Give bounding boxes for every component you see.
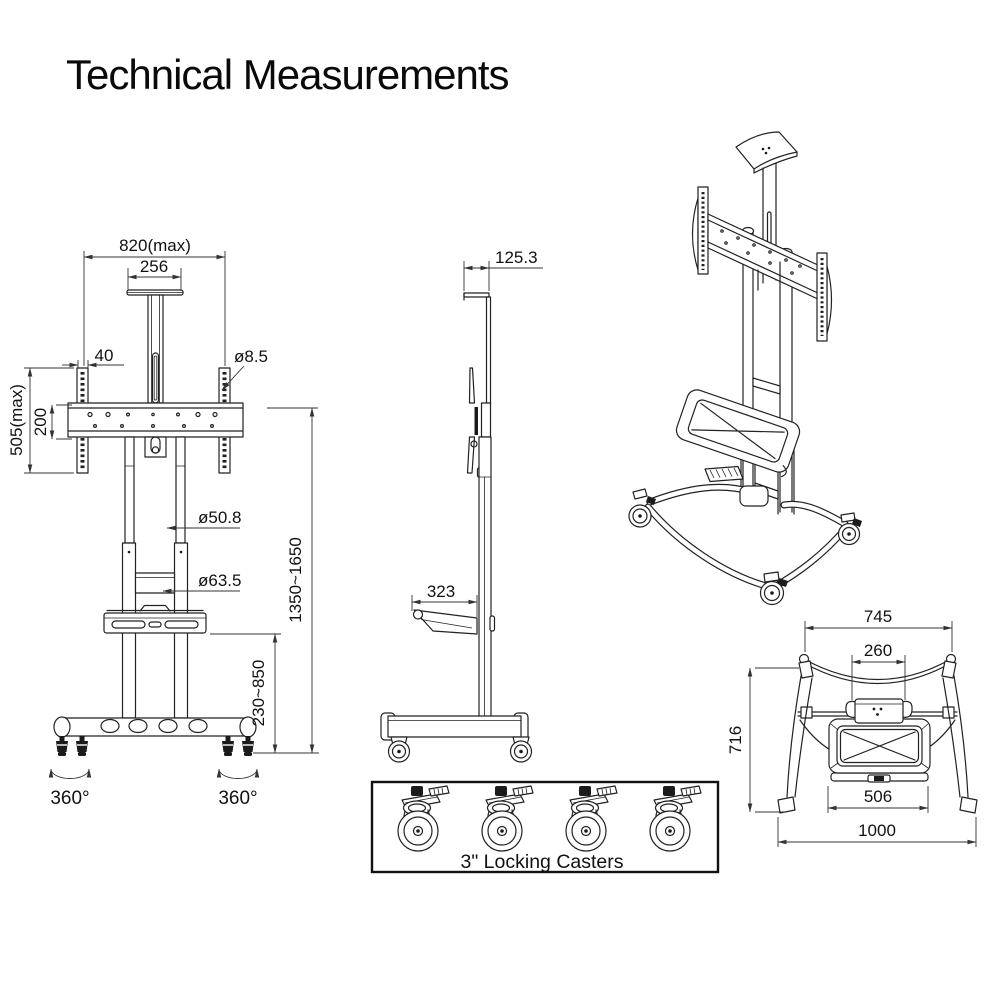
top-legs [777, 675, 978, 814]
front-casters [55, 735, 255, 757]
side-tv-panel-lower [466, 436, 476, 474]
caster-detail-label: 3" Locking Casters [461, 851, 624, 873]
iso-shelf [675, 389, 801, 478]
front-dimension-lines [24, 251, 319, 754]
dim-shelf-width-label: 506 [864, 787, 892, 806]
isometric-view [628, 131, 862, 606]
top-view: 745 260 716 506 1000 [726, 607, 978, 847]
side-column [478, 436, 492, 719]
dim-base-width-label: 1000 [858, 821, 896, 840]
iso-logo-plate [704, 465, 744, 483]
top-shelf [828, 718, 931, 783]
swivel-arc-left [51, 769, 89, 779]
dim-vesa-spacing-label: 200 [31, 408, 50, 436]
iso-camera-tray [735, 131, 798, 170]
swivel-arc-right [219, 769, 257, 779]
top-structure [777, 653, 978, 814]
dim-shelf-depth-label: 323 [427, 582, 455, 601]
front-crossbar [134, 572, 176, 594]
side-dimension-lines [411, 261, 543, 617]
front-base [53, 716, 257, 738]
dim-bracket-height-label: 505(max) [7, 384, 26, 456]
dim-top-depth-label: 125.3 [495, 248, 538, 267]
side-casters [387, 736, 533, 763]
side-view: 125.3 323 [380, 248, 543, 763]
iso-mount-bar [707, 213, 821, 301]
swivel-left-label: 360° [50, 788, 89, 809]
front-structure [51, 289, 257, 779]
front-shelf [103, 604, 207, 634]
dim-shelf-height-label: 230~850 [249, 660, 268, 727]
dim-caster-span-label: 745 [864, 607, 892, 626]
iso-casters [628, 488, 862, 606]
side-base [380, 712, 529, 741]
dim-mount-bracket-width-label: 256 [140, 257, 168, 276]
side-structure [380, 292, 533, 763]
front-view: 820(max) 256 40 ø8.5 505(max) 200 ø50.8 … [7, 236, 319, 809]
top-caster-mounts [798, 653, 957, 679]
top-mount-bracket [845, 698, 913, 724]
dim-rail-width-label: 40 [95, 346, 114, 365]
dim-hole-diameter-label: ø8.5 [234, 347, 268, 366]
dim-mount-width-label: 260 [864, 641, 892, 660]
dim-width-max-label: 820(max) [119, 236, 191, 255]
side-shelf [412, 609, 478, 635]
dim-overall-height-label: 1350~1650 [286, 537, 305, 623]
page-title: Technical Measurements [66, 51, 509, 98]
caster-detail-box: 3" Locking Casters [370, 780, 720, 874]
swivel-right-label: 360° [218, 788, 257, 809]
dim-upper-column-label: ø50.8 [198, 508, 241, 527]
front-tv-plate [67, 402, 244, 458]
iso-base [644, 483, 850, 591]
side-tv-panel-upper [468, 367, 476, 404]
top-dimension-lines [747, 621, 977, 847]
front-columns [121, 436, 189, 719]
dim-lower-column-label: ø63.5 [198, 571, 241, 590]
dim-base-depth-label: 716 [726, 726, 745, 754]
